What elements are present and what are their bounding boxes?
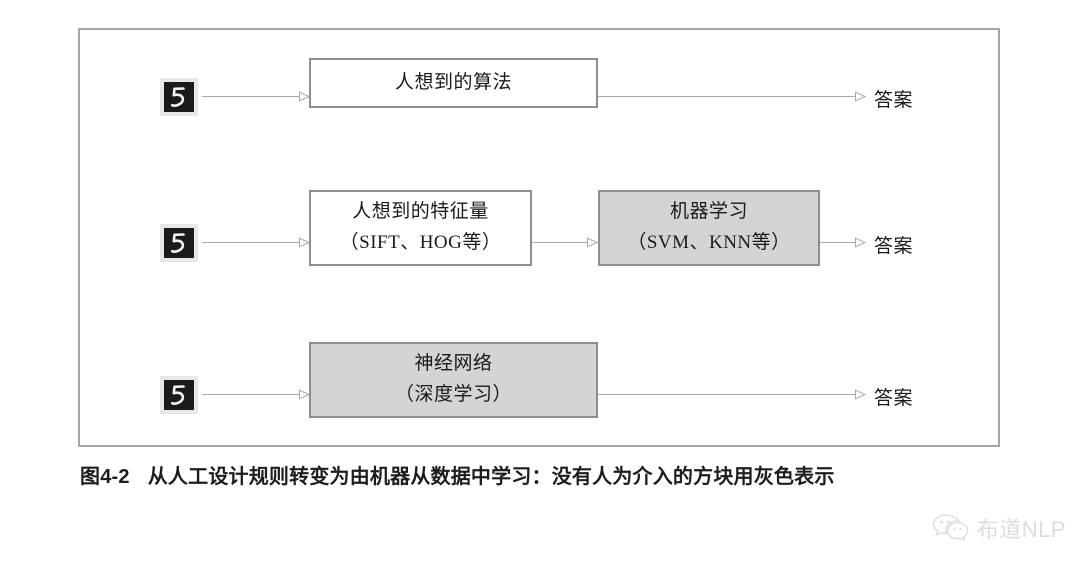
figure-frame: 人想到的算法 答案 人想到的特征量 bbox=[78, 28, 1000, 447]
human-designed-algorithm-box[interactable]: 人想到的算法 bbox=[309, 58, 598, 108]
arrow-head-icon bbox=[855, 237, 866, 248]
mnist-digit-five-icon bbox=[160, 78, 198, 116]
output-answer-label: 答案 bbox=[874, 236, 914, 257]
box-label-line2: （SVM、KNN等） bbox=[627, 232, 791, 253]
figure-caption-text: 从人工设计规则转变为由机器从数据中学习：没有人为介入的方块用灰色表示 bbox=[147, 466, 835, 488]
arrow-head-icon bbox=[855, 91, 866, 102]
neural-network-box[interactable]: 神经网络 （深度学习） bbox=[309, 342, 598, 418]
figure-caption: 图4-2 从人工设计规则转变为由机器从数据中学习：没有人为介入的方块用灰色表示 bbox=[80, 460, 835, 489]
wechat-logo-icon bbox=[932, 513, 970, 543]
human-designed-features-box[interactable]: 人想到的特征量 （SIFT、HOG等） bbox=[309, 190, 532, 266]
connector-input-to-features bbox=[202, 237, 310, 248]
mnist-digit-five-icon bbox=[160, 376, 198, 414]
arrow-head-icon bbox=[587, 237, 598, 248]
digit-plate bbox=[164, 228, 194, 258]
connector-features-to-ml bbox=[532, 237, 598, 248]
arrow-head-icon bbox=[855, 389, 866, 400]
mnist-digit-five-icon bbox=[160, 224, 198, 262]
output-answer-label: 答案 bbox=[874, 388, 914, 409]
box-label-line2: （深度学习） bbox=[394, 384, 512, 405]
box-label-line2: （SIFT、HOG等） bbox=[339, 232, 502, 253]
connector-input-to-neural-network bbox=[202, 389, 310, 400]
box-label-line1: 神经网络 bbox=[414, 353, 493, 375]
connector-input-to-algorithm bbox=[202, 91, 310, 102]
watermark-text: 布道NLP bbox=[976, 517, 1066, 542]
box-label-line1: 人想到的特征量 bbox=[352, 201, 489, 223]
watermark: 布道NLP bbox=[932, 512, 1066, 544]
box-label-line1: 人想到的算法 bbox=[394, 71, 512, 93]
digit-plate bbox=[164, 380, 194, 410]
connector-neural-network-to-answer bbox=[598, 389, 866, 400]
box-label-line1: 机器学习 bbox=[669, 201, 748, 223]
connector-algorithm-to-answer bbox=[598, 91, 866, 102]
output-answer-label: 答案 bbox=[874, 90, 914, 111]
machine-learning-box[interactable]: 机器学习 （SVM、KNN等） bbox=[598, 190, 820, 266]
figure-number: 图4-2 bbox=[80, 466, 130, 488]
connector-ml-to-answer bbox=[820, 237, 866, 248]
digit-plate bbox=[164, 82, 194, 112]
